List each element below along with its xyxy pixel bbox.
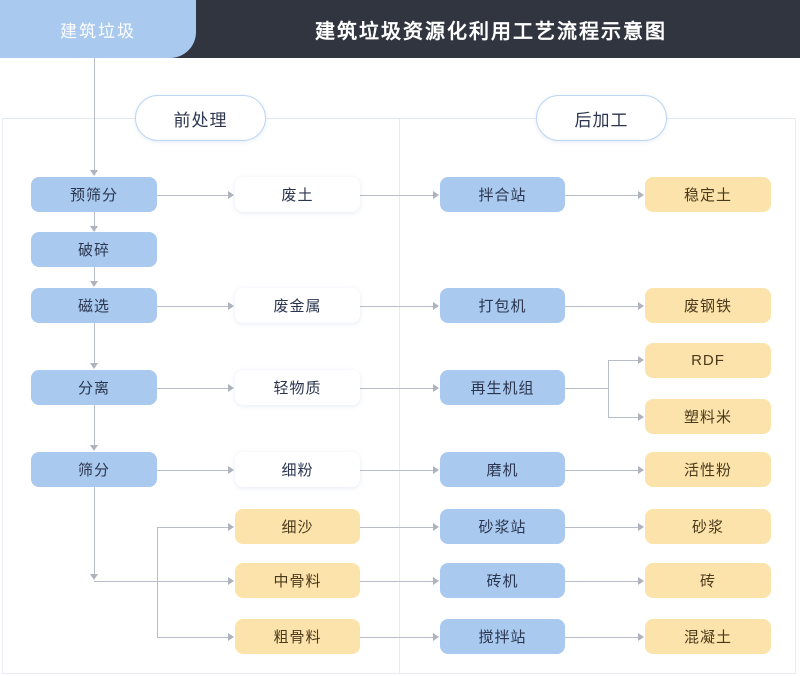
edge-trunk-finesand [157, 527, 229, 528]
node-mixstation[interactable]: 拌合站 [440, 177, 565, 212]
edge-finesand-mortarstation [360, 527, 434, 528]
node-finepowder[interactable]: 细粉 [235, 452, 360, 487]
edge-separate-screen [94, 405, 95, 446]
node-crush[interactable]: 破碎 [31, 232, 157, 267]
edge-mortarstation-mortar [565, 527, 639, 528]
node-recycleunit[interactable]: 再生机组 [440, 370, 565, 405]
arrowhead-magnetic-wastemetal [228, 302, 234, 310]
edge-separate-lightmaterial [157, 388, 229, 389]
edge-concretestation-concrete [565, 637, 639, 638]
edge-wastesoil-mixstation [360, 195, 434, 196]
edge-medagg-brickmachine [360, 581, 434, 582]
edge-finepowder-mill [360, 470, 434, 471]
arrowhead-screen-medagg [228, 577, 234, 585]
arrowhead-trunk-coarseagg [228, 633, 234, 641]
edge-screen-downtrunk [94, 487, 95, 575]
edge-screen-finepowder [157, 470, 229, 471]
node-wastesoil[interactable]: 废土 [235, 177, 360, 212]
edge-mill-activepowder [565, 470, 639, 471]
node-mill[interactable]: 磨机 [440, 452, 565, 487]
source-tab: 建筑垃圾 [0, 0, 196, 58]
edge-prescreen-crush [94, 212, 95, 227]
arrowhead-wastesoil-mixstation [433, 191, 439, 199]
edge-split-plasticpellet [608, 417, 639, 418]
node-mortarstation[interactable]: 砂浆站 [440, 509, 565, 544]
arrowhead-screen-downtrunk [90, 574, 98, 580]
arrowhead-split-rdf [638, 356, 644, 364]
edge-magnetic-separate [94, 323, 95, 364]
node-prescreen[interactable]: 预筛分 [31, 177, 157, 212]
edge-magnetic-wastemetal [157, 306, 229, 307]
node-screen[interactable]: 筛分 [31, 452, 157, 487]
node-stabilizedsoil[interactable]: 稳定土 [645, 177, 771, 212]
node-scrapsteel[interactable]: 废钢铁 [645, 288, 771, 323]
edge-mixstation-stabilizedsoil [565, 195, 639, 196]
edge-wastemetal-baler [360, 306, 434, 307]
arrowhead-screen-finepowder [228, 466, 234, 474]
node-brickmachine[interactable]: 砖机 [440, 563, 565, 598]
node-concretestation[interactable]: 搅拌站 [440, 619, 565, 654]
edge-trunk-coarseagg [157, 637, 229, 638]
arrowhead-mill-activepowder [638, 466, 644, 474]
node-lightmaterial[interactable]: 轻物质 [235, 370, 360, 405]
header-bar: 建筑垃圾 建筑垃圾资源化利用工艺流程示意图 [0, 0, 800, 58]
edge-recycleunit-split [565, 388, 609, 389]
edge-baler-scrapsteel [565, 306, 639, 307]
arrowhead-crush-magnetic [90, 281, 98, 287]
node-plasticpellet[interactable]: 塑料米 [645, 399, 771, 434]
node-concrete[interactable]: 混凝土 [645, 619, 771, 654]
arrowhead-separate-screen [90, 445, 98, 451]
source-tab-label: 建筑垃圾 [60, 21, 136, 41]
edge-screen-medagg-horizontal [94, 581, 229, 582]
section-chip-post: 后加工 [536, 95, 667, 141]
node-magnetic[interactable]: 磁选 [31, 288, 157, 323]
arrowhead-finepowder-mill [433, 466, 439, 474]
edge-aggregate-trunk [157, 527, 158, 637]
arrowhead-mortarstation-mortar [638, 523, 644, 531]
arrowhead-split-plasticpellet [638, 413, 644, 421]
arrowhead-magnetic-separate [90, 363, 98, 369]
edge-split-rdf [608, 360, 639, 361]
section-chip-pre: 前处理 [135, 95, 266, 141]
arrowhead-separate-lightmaterial [228, 384, 234, 392]
arrowhead-mixstation-stabilizedsoil [638, 191, 644, 199]
node-mortar[interactable]: 砂浆 [645, 509, 771, 544]
edge-coarseagg-concretestation [360, 637, 434, 638]
arrowhead-finesand-mortarstation [433, 523, 439, 531]
node-separate[interactable]: 分离 [31, 370, 157, 405]
edge-lightmaterial-recycleunit [360, 388, 434, 389]
edge-brickmachine-brick [565, 581, 639, 582]
node-activepowder[interactable]: 活性粉 [645, 452, 771, 487]
arrowhead-trunk-finesand [228, 523, 234, 531]
edge-crush-magnetic [94, 267, 95, 282]
arrowhead-medagg-brickmachine [433, 577, 439, 585]
edge-recycleunit-splittrunk [608, 360, 609, 417]
arrowhead-prescreen-crush [90, 226, 98, 232]
section-divider [399, 118, 400, 674]
arrowhead-brickmachine-brick [638, 577, 644, 585]
arrowhead-concretestation-concrete [638, 633, 644, 641]
node-baler[interactable]: 打包机 [440, 288, 565, 323]
edge-prescreen-wastesoil [157, 195, 229, 196]
arrowhead-prescreen-wastesoil [228, 191, 234, 199]
arrowhead-wastemetal-baler [433, 302, 439, 310]
node-brick[interactable]: 砖 [645, 563, 771, 598]
arrowhead-lightmaterial-recycleunit [433, 384, 439, 392]
node-finesand[interactable]: 细沙 [235, 509, 360, 544]
node-mediumaggregate[interactable]: 中骨料 [235, 563, 360, 598]
node-coarseaggregate[interactable]: 粗骨料 [235, 619, 360, 654]
edge-source-prescreen [94, 58, 95, 171]
arrowhead-baler-scrapsteel [638, 302, 644, 310]
page-title: 建筑垃圾资源化利用工艺流程示意图 [315, 20, 667, 43]
node-wastemetal[interactable]: 废金属 [235, 288, 360, 323]
arrowhead-coarseagg-concretestation [433, 633, 439, 641]
node-rdf[interactable]: RDF [645, 343, 771, 378]
arrowhead-source-prescreen [90, 170, 98, 176]
